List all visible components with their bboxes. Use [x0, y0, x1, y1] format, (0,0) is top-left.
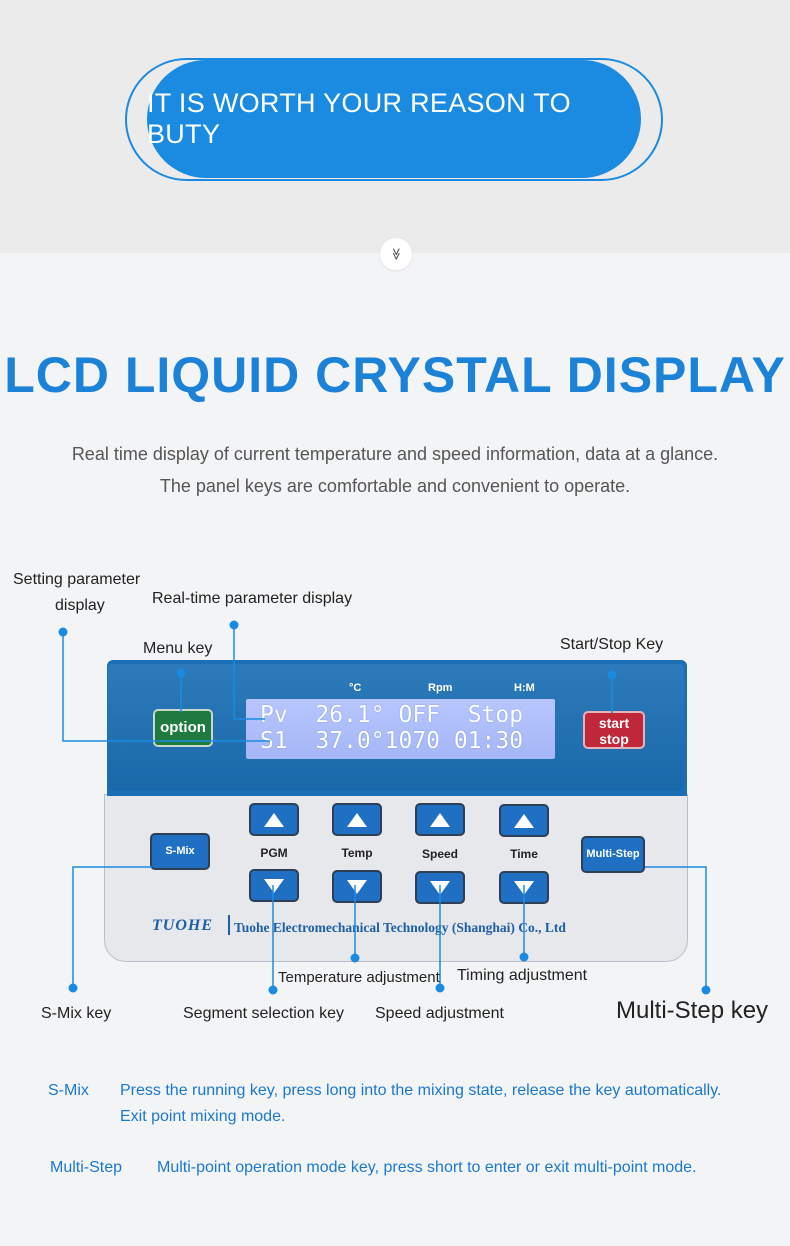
banner-pill: IT IS WORTH YOUR REASON TO BUTY: [147, 60, 641, 178]
speed-label: Speed adjustment: [375, 1005, 504, 1022]
note-multistep-text: Multi-point operation mode key, press sh…: [157, 1159, 697, 1176]
timing-label: Timing adjustment: [457, 967, 588, 984]
stop-label: stop: [599, 731, 629, 747]
note-smix-line-1: Press the running key, press long into t…: [120, 1082, 722, 1099]
arrow-up-icon: [347, 812, 367, 827]
page-title: LCD LIQUID CRYSTAL DISPLAY: [4, 347, 786, 403]
unit-temp: °C: [349, 682, 362, 694]
pgm-up-button[interactable]: [249, 803, 299, 836]
callout-dot: [350, 953, 360, 963]
company-name: Tuohe Electromechanical Technology (Shan…: [234, 920, 566, 935]
callout-dot: [268, 985, 278, 995]
multistep-line: [645, 866, 707, 990]
device-lower-panel: [104, 794, 688, 962]
arrow-up-icon: [264, 812, 284, 827]
banner-outline: [125, 58, 663, 181]
callout-dot: [229, 620, 239, 630]
multistep-label: Multi-Step key: [616, 997, 769, 1024]
subtitle-line-2: The panel keys are comfortable and conve…: [159, 476, 631, 496]
pgm-key-label: PGM: [260, 846, 288, 860]
note-smix-text: Press the running key, press long into t…: [120, 1078, 722, 1130]
banner-text: IT IS WORTH YOUR REASON TO BUTY: [147, 88, 571, 149]
callout-dot: [68, 983, 78, 993]
segment-label: Segment selection key: [183, 1005, 344, 1022]
pgm-down-button[interactable]: [249, 869, 299, 902]
smix-line: [72, 866, 152, 988]
note-smix-line-2: Exit point mixing mode.: [120, 1108, 286, 1125]
temperature-label: Temperature adjustment: [278, 969, 440, 986]
menu-key-label: Menu key: [143, 640, 213, 657]
callout-dot: [58, 627, 68, 637]
temp-down-button[interactable]: [332, 870, 382, 903]
callout-dot: [519, 952, 529, 962]
s-mix-button[interactable]: S-Mix: [150, 833, 210, 870]
start-stop-label: Start/Stop Key: [560, 636, 664, 653]
setting-param-line: [62, 632, 270, 742]
brand-divider: [228, 915, 230, 935]
unit-time: H:M: [514, 682, 535, 694]
arrow-up-icon: [514, 813, 534, 828]
note-smix-key: S-Mix: [48, 1082, 89, 1099]
subtitle-line-1: Real time display of current temperature…: [71, 444, 719, 464]
speed-key-label: Speed: [421, 847, 458, 861]
start-label: start: [598, 715, 630, 731]
setting-param-label-1: Setting parameter: [13, 571, 141, 588]
temp-key-label: Temp: [341, 846, 373, 860]
time-key-label: Time: [510, 847, 538, 861]
unit-rpm: Rpm: [428, 682, 453, 694]
multi-step-button[interactable]: Multi-Step: [581, 836, 645, 873]
lcd-line-2: S1 37.0°1070 01:30: [260, 728, 524, 754]
speed-up-button[interactable]: [415, 803, 465, 836]
arrow-up-icon: [430, 812, 450, 827]
callout-dot: [701, 985, 711, 995]
realtime-line: [233, 625, 265, 720]
arrow-down-icon: [264, 878, 284, 893]
callout-dot: [607, 670, 617, 680]
temp-up-button[interactable]: [332, 803, 382, 836]
lcd-line-1: Pv 26.1° OFF Stop: [260, 702, 524, 728]
smix-label: S-Mix key: [41, 1005, 112, 1022]
scroll-down-icon[interactable]: ≫: [380, 238, 412, 270]
arrow-down-icon: [347, 879, 367, 894]
note-multistep-key: Multi-Step: [50, 1159, 123, 1176]
brand-logo: TUOHE: [152, 917, 213, 934]
setting-param-label-2: display: [55, 597, 105, 614]
callout-dot: [435, 983, 445, 993]
callout-dot: [176, 668, 186, 678]
realtime-label: Real-time parameter display: [152, 590, 353, 607]
time-up-button[interactable]: [499, 804, 549, 837]
